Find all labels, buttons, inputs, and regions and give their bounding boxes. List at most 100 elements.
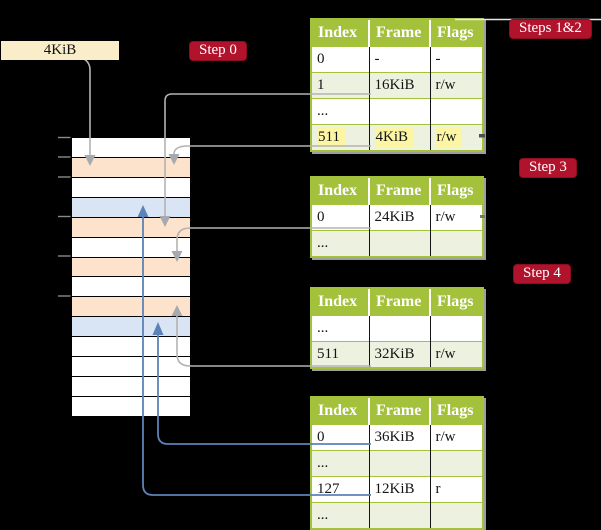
- cell-value: -: [435, 51, 441, 67]
- cell-value: 12KiB: [374, 481, 415, 497]
- cell-value: 127: [317, 481, 340, 497]
- cell-value: r/w: [435, 128, 462, 147]
- cell-value: -: [374, 51, 380, 67]
- table-cell: [369, 98, 431, 125]
- frame-label-box: 4KiB: [1, 41, 119, 60]
- column-header-index: Index: [312, 178, 370, 205]
- cell-value: 1: [317, 77, 325, 93]
- table-cell: 4KiB: [369, 124, 431, 150]
- column-header-index: Index: [312, 398, 370, 425]
- table-row: 1 16KiB r/w: [312, 72, 482, 99]
- cell-value: 511: [317, 346, 339, 362]
- cell-value: r/w: [435, 346, 456, 362]
- memory-frame-row-white: [72, 337, 190, 358]
- table-cell: 24KiB: [369, 204, 431, 231]
- column-header-flags: Flags: [430, 20, 482, 47]
- table-cell: r/w: [430, 72, 482, 99]
- cell-value: r/w: [435, 77, 456, 93]
- table-cell: 0: [312, 424, 370, 451]
- badge-steps-1-2: Steps 1&2: [509, 19, 592, 39]
- column-header-flags: Flags: [430, 178, 482, 205]
- table-cell: 0: [312, 204, 370, 231]
- cell-value: 4KiB: [374, 128, 414, 147]
- memory-frame-row-white: [72, 377, 190, 397]
- cell-value: 0: [317, 209, 325, 225]
- table-cell: [430, 502, 482, 528]
- column-header-frame: Frame: [369, 20, 431, 47]
- table-row: 0 - -: [312, 46, 482, 73]
- table-cell: r/w: [430, 341, 482, 367]
- cell-value: 511: [317, 128, 345, 147]
- table-cell: [430, 230, 482, 256]
- cell-value: ...: [317, 103, 329, 119]
- memory-frame-row-white: [72, 177, 190, 198]
- table-cell: 16KiB: [369, 72, 431, 99]
- cell-value: ...: [317, 507, 329, 523]
- cell-value: 0: [317, 429, 325, 445]
- table-row: ...: [312, 230, 482, 256]
- table-cell: [369, 502, 431, 528]
- column-header-frame: Frame: [369, 289, 431, 316]
- memory-frame-row-white: [72, 138, 190, 158]
- table-cell: r/w: [430, 124, 482, 150]
- address-ticks: [58, 136, 71, 297]
- cell-value: r/w: [435, 429, 456, 445]
- table-cell: ...: [312, 450, 370, 477]
- table-cell: ...: [312, 98, 370, 125]
- cell-value: 0: [317, 51, 325, 67]
- table-row: ...: [312, 502, 482, 528]
- cell-value: 32KiB: [374, 346, 415, 362]
- table-cell: ...: [312, 315, 370, 342]
- table-row: 511 4KiB r/w: [312, 124, 482, 150]
- table-cell: r/w: [430, 424, 482, 451]
- cell-value: ...: [317, 320, 329, 336]
- table-cell: 127: [312, 476, 370, 503]
- cell-value: ...: [317, 235, 329, 251]
- table-cell: r/w: [430, 204, 482, 231]
- table-cell: 0: [312, 46, 370, 73]
- memory-frame-row-white: [72, 396, 190, 416]
- memory-frame-row-peach: [72, 217, 190, 238]
- column-header-flags: Flags: [430, 289, 482, 316]
- cell-value: 36KiB: [374, 429, 415, 445]
- memory-frame-row-peach: [72, 157, 190, 178]
- column-header-frame: Frame: [369, 398, 431, 425]
- memory-frame-row-peach: [72, 257, 190, 278]
- memory-frame-row-white: [72, 277, 190, 298]
- cell-value: 16KiB: [374, 77, 415, 93]
- table-cell: -: [430, 46, 482, 73]
- table-cell: 511: [312, 341, 370, 367]
- table-row: ...: [312, 98, 482, 125]
- column-header-frame: Frame: [369, 178, 431, 205]
- memory-frame-row-blue: [72, 317, 190, 338]
- table-row: ...: [312, 450, 482, 477]
- badge-step-4: Step 4: [513, 264, 571, 284]
- table-cell: 36KiB: [369, 424, 431, 451]
- badge-step-0: Step 0: [189, 41, 247, 61]
- cell-value: ...: [317, 455, 329, 471]
- table-row: ...: [312, 315, 482, 342]
- badge-step-3: Step 3: [519, 158, 577, 178]
- table-cell: ...: [312, 502, 370, 528]
- column-header-flags: Flags: [430, 398, 482, 425]
- column-header-index: Index: [312, 20, 370, 47]
- table-cell: -: [369, 46, 431, 73]
- memory-frame-row-white: [72, 357, 190, 378]
- column-header-index: Index: [312, 289, 370, 316]
- table-cell: 12KiB: [369, 476, 431, 503]
- physical-memory-stack: [71, 137, 191, 417]
- table-cell: 32KiB: [369, 341, 431, 367]
- cell-value: r/w: [435, 209, 456, 225]
- table-cell: [430, 450, 482, 477]
